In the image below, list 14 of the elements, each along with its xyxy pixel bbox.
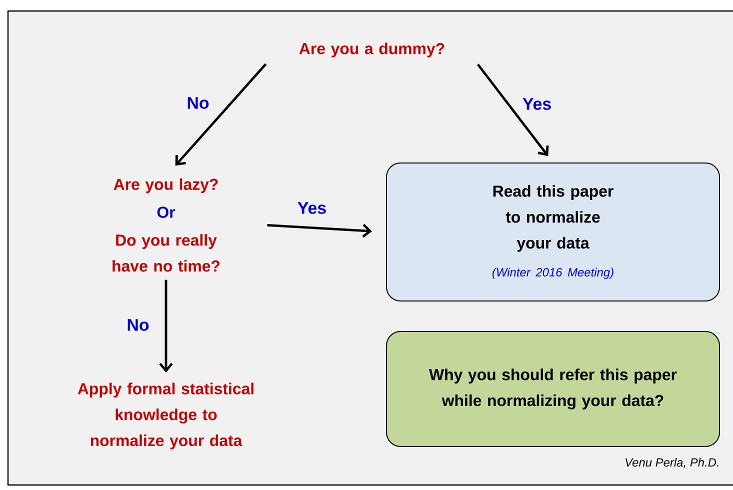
- rounded-box: Why you should refer this paper while normalizing your data?: [386, 331, 720, 447]
- edge-label: No: [188, 97, 209, 109]
- edge-label: No: [128, 319, 149, 331]
- arrow: [267, 224, 372, 238]
- edge-label: Yes: [298, 202, 326, 214]
- edge-label: Yes: [522, 98, 551, 110]
- question-text: Are you a dummy?: [299, 42, 444, 58]
- arrow: [159, 280, 173, 372]
- arrow: [175, 63, 267, 166]
- rounded-box: Read this paper to normalize your data (Winter 2016 Meeting): [386, 162, 720, 302]
- author-credit: Venu Perla, Ph.D.: [626, 458, 718, 468]
- question-text: Are you lazy? Or Do you really have no time?: [112, 178, 220, 272]
- arrow: [476, 64, 549, 156]
- question-text: Apply formal statistical knowledge to normalize your data: [78, 382, 254, 450]
